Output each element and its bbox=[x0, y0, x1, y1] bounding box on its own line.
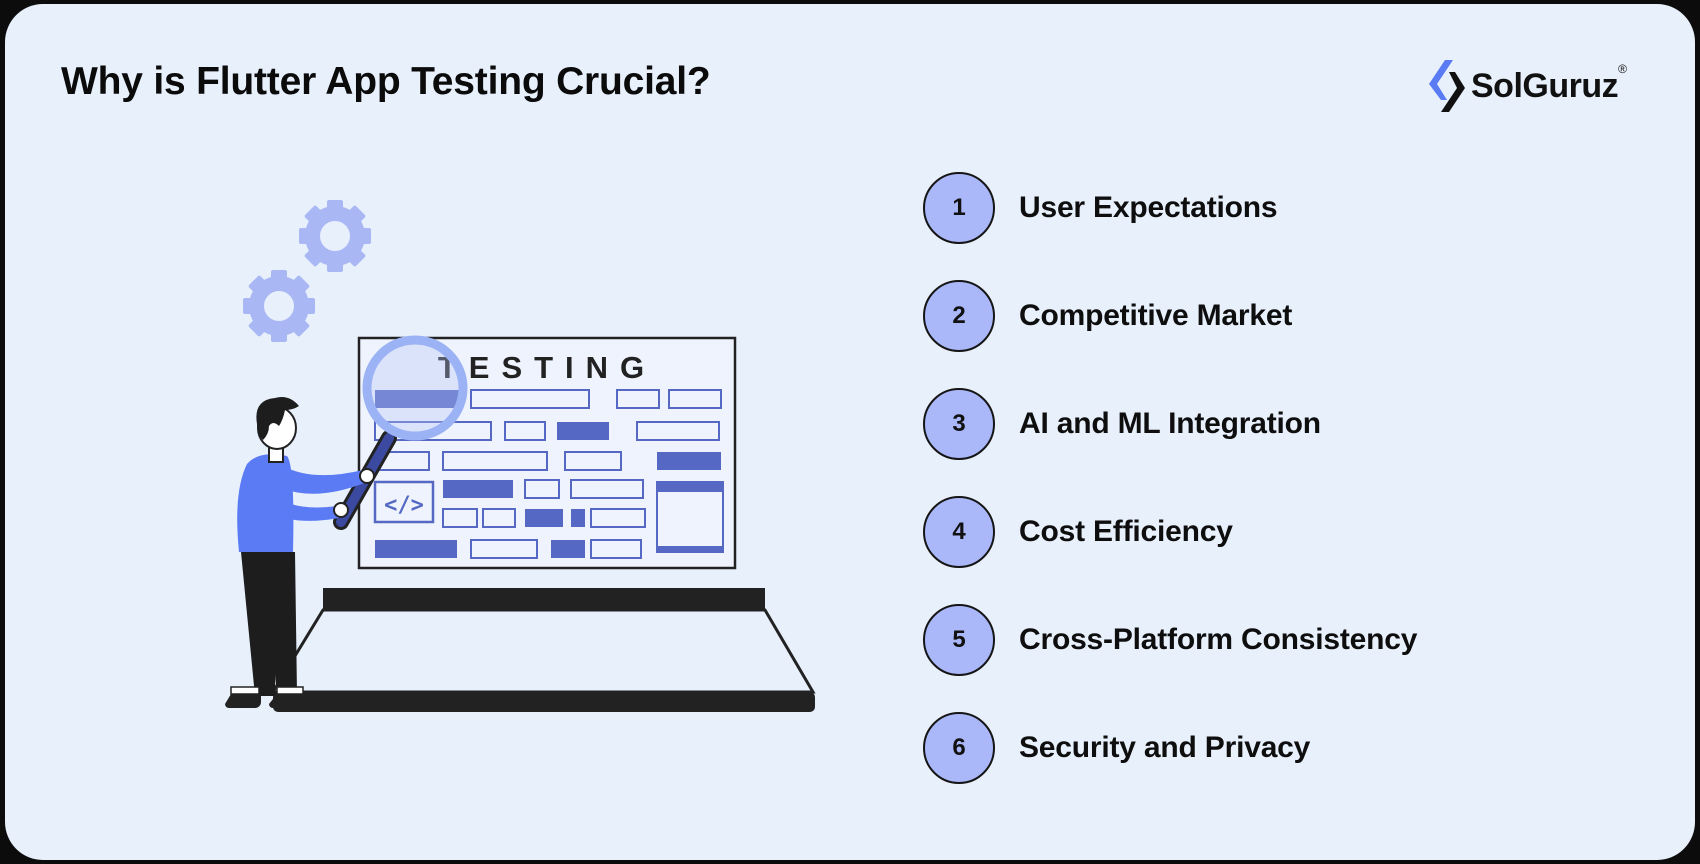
number-badge: 1 bbox=[923, 172, 995, 244]
gear-icon bbox=[243, 270, 315, 342]
laptop-base bbox=[270, 588, 816, 712]
testing-illustration: TESTING bbox=[225, 200, 816, 712]
number-badge: 5 bbox=[923, 604, 995, 676]
reason-label: Cross-Platform Consistency bbox=[1019, 623, 1418, 656]
list-item: 1 User Expectations bbox=[923, 172, 1417, 244]
number-badge: 6 bbox=[923, 712, 995, 784]
code-icon: </> bbox=[373, 480, 435, 524]
reason-label: Competitive Market bbox=[1019, 299, 1293, 332]
page-title: Why is Flutter App Testing Crucial? bbox=[61, 60, 711, 103]
list-item: 4 Cost Efficiency bbox=[923, 496, 1417, 568]
reason-label: Security and Privacy bbox=[1019, 731, 1311, 764]
testing-screen: TESTING bbox=[357, 336, 737, 570]
number-badge: 2 bbox=[923, 280, 995, 352]
gear-icon bbox=[299, 200, 371, 272]
person-figure bbox=[225, 397, 375, 708]
reason-label: AI and ML Integration bbox=[1019, 407, 1321, 440]
reason-label: Cost Efficiency bbox=[1019, 515, 1233, 548]
screen-heading: TESTING bbox=[438, 350, 656, 385]
brand-logo[interactable]: SolGuruz ® bbox=[1427, 58, 1627, 114]
list-item: 2 Competitive Market bbox=[923, 280, 1417, 352]
list-item: 3 AI and ML Integration bbox=[923, 388, 1417, 460]
list-item: 6 Security and Privacy bbox=[923, 712, 1417, 784]
solguruz-logo-icon bbox=[1429, 60, 1465, 112]
reason-label: User Expectations bbox=[1019, 191, 1278, 224]
logo-wordmark: SolGuruz bbox=[1471, 66, 1619, 105]
code-symbol: </> bbox=[384, 493, 424, 518]
reasons-list: 1 User Expectations 2 Competitive Market… bbox=[923, 172, 1417, 820]
registered-mark: ® bbox=[1618, 62, 1627, 76]
number-badge: 4 bbox=[923, 496, 995, 568]
infographic-card: Why is Flutter App Testing Crucial? SolG… bbox=[5, 4, 1695, 860]
list-item: 5 Cross-Platform Consistency bbox=[923, 604, 1417, 676]
number-badge: 3 bbox=[923, 388, 995, 460]
